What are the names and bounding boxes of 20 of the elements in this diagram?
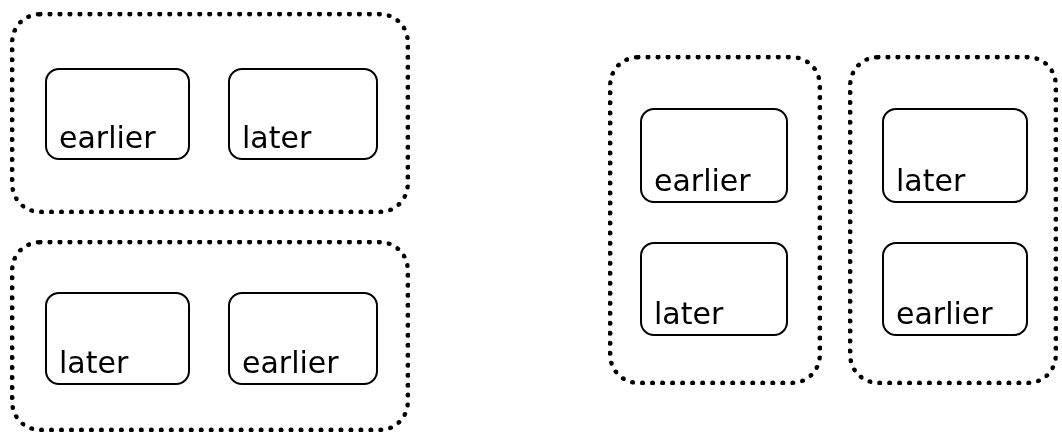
dotted-group-frame [608,55,822,385]
box-label: later [654,297,724,330]
rounded-box [882,242,1028,336]
rounded-box [228,68,378,160]
dotted-group-frame [10,240,410,432]
box-label: earlier [242,346,339,379]
box-label: later [242,121,312,154]
rounded-box [882,108,1028,203]
dotted-group-frame [10,12,410,214]
box-label: earlier [654,164,751,197]
box-label: earlier [896,297,993,330]
rounded-box [45,68,190,160]
box-label: later [59,346,129,379]
box-label: later [896,164,966,197]
rounded-box [45,292,190,385]
dotted-group-frame [848,55,1058,385]
rounded-box [640,108,788,203]
rounded-box [640,242,788,336]
box-label: earlier [59,121,156,154]
rounded-box [228,292,378,385]
